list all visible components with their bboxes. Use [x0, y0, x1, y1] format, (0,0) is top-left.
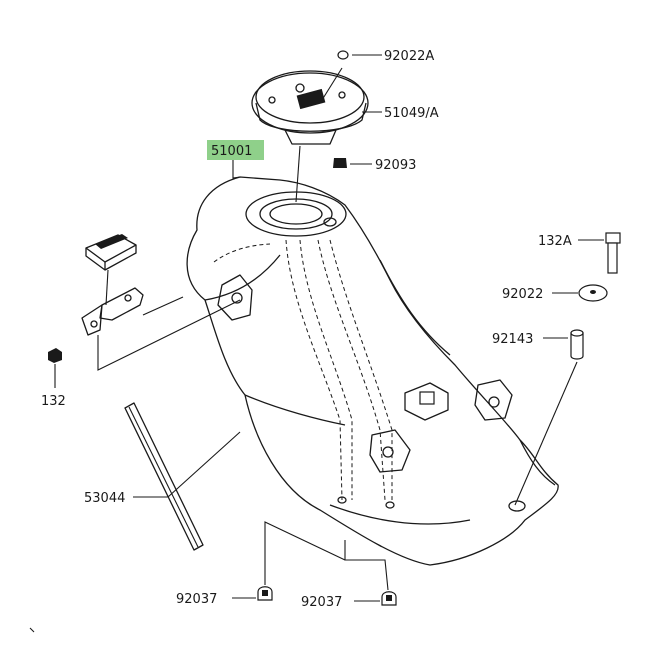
- label-92037-right[interactable]: 92037: [301, 595, 342, 610]
- fuel-tank: [186, 176, 559, 566]
- collar-92143: [570, 329, 584, 360]
- label-92143[interactable]: 92143: [492, 332, 533, 347]
- washer-92022: [578, 284, 608, 302]
- label-92022A[interactable]: 92022A: [384, 49, 434, 64]
- highlight-51001: [207, 140, 264, 160]
- washer-92022A: [337, 50, 349, 60]
- label-92093[interactable]: 92093: [375, 158, 416, 173]
- leader-bracket: [97, 299, 241, 371]
- corner-mark: [29, 627, 35, 633]
- leader-collar-to-tank: [514, 361, 578, 506]
- label-53044[interactable]: 53044: [84, 491, 125, 506]
- label-132A[interactable]: 132A: [538, 234, 572, 249]
- nut-132: [48, 348, 62, 363]
- leader-cap-to-neck: [295, 145, 301, 203]
- label-132[interactable]: 132: [41, 394, 66, 409]
- label-51001[interactable]: 51001: [211, 144, 252, 159]
- leader-51001: [232, 159, 241, 179]
- label-51049A[interactable]: 51049/A: [384, 106, 439, 121]
- clamp-92037-right: [381, 591, 397, 606]
- clamp-92037-left: [257, 586, 273, 601]
- label-92037-left[interactable]: 92037: [176, 592, 217, 607]
- bolt-132A: [605, 232, 621, 274]
- grommet-92093: [333, 158, 347, 168]
- strip-53044: [124, 402, 204, 551]
- fuel-cap: [251, 70, 369, 145]
- left-bracket: [81, 234, 144, 336]
- leader-92022A-to-cap: [321, 67, 343, 101]
- label-92022[interactable]: 92022: [502, 287, 543, 302]
